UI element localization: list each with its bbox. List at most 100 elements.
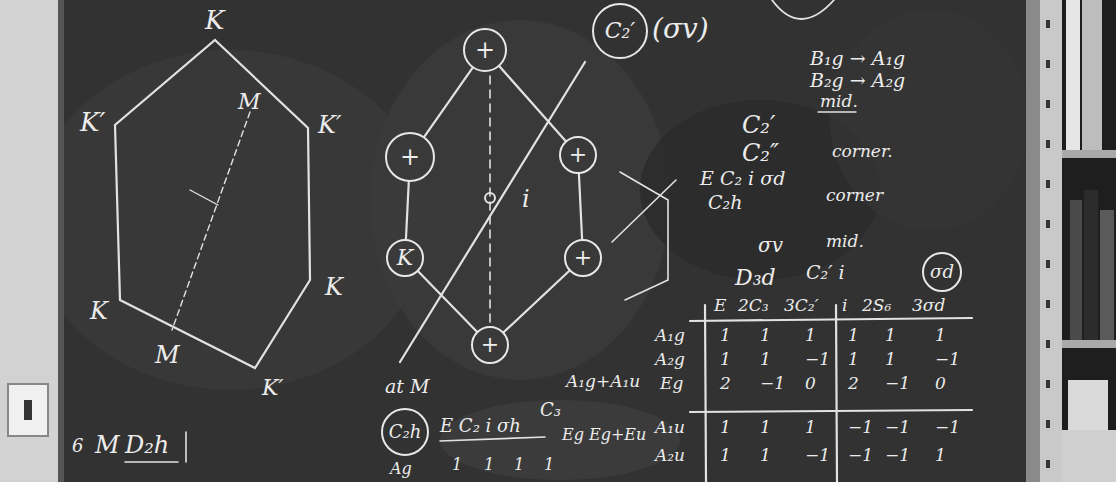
chalk-label: −1 bbox=[935, 350, 960, 369]
chalk-circle: + bbox=[463, 28, 507, 72]
chalk-label: 1 bbox=[720, 446, 731, 465]
chalk-circle: K bbox=[386, 239, 424, 277]
chalk-circle: C₂h bbox=[381, 408, 429, 456]
chalk-label: 6 bbox=[72, 436, 83, 456]
chalk-label: K′ bbox=[80, 108, 105, 137]
chalk-label: σv bbox=[758, 234, 783, 256]
lattice-bond bbox=[406, 182, 409, 239]
chalk-label: −1 bbox=[885, 418, 910, 437]
chalk-label: M bbox=[95, 432, 120, 458]
chalk-label: B₂g → A₂g bbox=[810, 70, 905, 91]
chalk-label: Eg Eg+Eu bbox=[562, 426, 646, 444]
chalk-label: corner. bbox=[832, 142, 893, 161]
chalk-label: −1 bbox=[885, 374, 910, 393]
chalk-label: Eg bbox=[660, 374, 683, 393]
chalk-label: (σv) bbox=[652, 14, 709, 45]
chalk-label: 1 bbox=[848, 326, 859, 345]
circle-text: + bbox=[574, 246, 592, 270]
chalk-label: −1 bbox=[885, 446, 910, 465]
chalk-label: A₂u bbox=[655, 446, 685, 465]
lattice-bond bbox=[424, 68, 472, 137]
chalk-label: E C₂ i σh bbox=[440, 416, 521, 436]
chalk-label: 1 bbox=[484, 456, 494, 474]
circle-text: K bbox=[397, 246, 413, 270]
chalk-circle: + bbox=[471, 326, 509, 364]
chalk-label: K bbox=[325, 274, 343, 300]
chalk-label: 2S₆ bbox=[862, 296, 891, 315]
chalk-label: K′ bbox=[318, 112, 341, 138]
chalk-label: 1 bbox=[885, 326, 896, 345]
chalk-label: 1 bbox=[514, 456, 524, 474]
chalk-circle: + bbox=[385, 132, 435, 182]
circle-text: + bbox=[569, 143, 587, 167]
chalk-label: 1 bbox=[760, 446, 771, 465]
chalk-label: A₁g+A₁u bbox=[566, 372, 640, 391]
chalk-label: B₁g → A₁g bbox=[810, 48, 905, 69]
lattice-bond bbox=[418, 272, 476, 332]
chalk-label: A₂g bbox=[655, 350, 685, 369]
chalk-label: 0 bbox=[805, 374, 816, 393]
chalk-label: i bbox=[522, 186, 530, 212]
chalk-circle: + bbox=[564, 239, 602, 277]
chalk-label: D₂h bbox=[125, 432, 169, 458]
chalk-label: 1 bbox=[452, 456, 462, 474]
chalk-label: at M bbox=[385, 376, 429, 397]
chalk-label: mid. bbox=[820, 92, 858, 111]
circle-text: + bbox=[400, 144, 420, 170]
chalk-label: −1 bbox=[848, 446, 873, 465]
chalk-circle: + bbox=[559, 136, 597, 174]
circle-text: C₂′ bbox=[605, 19, 636, 43]
chalk-label: 0 bbox=[935, 374, 946, 393]
chalk-label: C₂h bbox=[708, 192, 742, 213]
chalk-label: M bbox=[238, 90, 261, 114]
chalk-circle: σd bbox=[922, 252, 962, 292]
chalk-label: 1 bbox=[885, 350, 896, 369]
chalk-label: K′ bbox=[262, 376, 283, 400]
chalk-label: i bbox=[842, 296, 847, 315]
chalk-label: 1 bbox=[720, 350, 731, 369]
chalk-label: Ag bbox=[390, 460, 412, 478]
circle-text: + bbox=[475, 37, 495, 63]
chalk-label: 2C₃ bbox=[738, 296, 769, 315]
chalk-label: D₃d bbox=[735, 266, 776, 290]
chalk-label: 1 bbox=[544, 456, 554, 474]
chalk-label: corner bbox=[826, 186, 883, 205]
chalk-label: E C₂ i σd bbox=[700, 168, 785, 189]
chalk-label: mid. bbox=[826, 232, 864, 251]
chalk-label: 1 bbox=[805, 418, 816, 437]
lattice-bond bbox=[579, 174, 582, 239]
chalk-label: C₂′ bbox=[742, 112, 775, 138]
circle-text: σd bbox=[930, 262, 954, 282]
chalk-label: −1 bbox=[805, 350, 830, 369]
chalk-label: 1 bbox=[720, 418, 731, 437]
lattice-bond bbox=[504, 271, 569, 332]
chalk-label: M bbox=[155, 342, 180, 368]
chalk-label: −1 bbox=[935, 418, 960, 437]
chalk-label: 1 bbox=[935, 326, 946, 345]
chalk-label: 2 bbox=[720, 374, 731, 393]
chalk-label: C₂″ bbox=[742, 140, 779, 166]
chalk-label: −1 bbox=[848, 418, 873, 437]
chalk-label: K bbox=[205, 6, 224, 35]
circle-text: C₂h bbox=[389, 422, 422, 442]
chalk-label: 1 bbox=[848, 350, 859, 369]
chalk-label: K bbox=[90, 298, 108, 324]
circle-text: + bbox=[481, 333, 499, 357]
chalk-label: −1 bbox=[805, 446, 830, 465]
chalk-label: C₃ bbox=[540, 400, 561, 420]
lattice-bond bbox=[500, 66, 566, 140]
chalk-label: 2 bbox=[848, 374, 859, 393]
chalk-label: C₂′ i bbox=[806, 262, 845, 283]
chalk-label: 1 bbox=[720, 326, 731, 345]
chalk-label: A₁g bbox=[655, 326, 685, 345]
chalk-label: 1 bbox=[760, 326, 771, 345]
chalk-label: −1 bbox=[760, 374, 785, 393]
chalk-circle: C₂′ bbox=[592, 3, 648, 59]
chalk-label: 1 bbox=[935, 446, 946, 465]
chalk-label: 1 bbox=[760, 418, 771, 437]
chalk-label: 3C₂′ bbox=[784, 296, 819, 315]
chalk-label: E bbox=[714, 296, 726, 315]
chalk-label: 1 bbox=[805, 326, 816, 345]
